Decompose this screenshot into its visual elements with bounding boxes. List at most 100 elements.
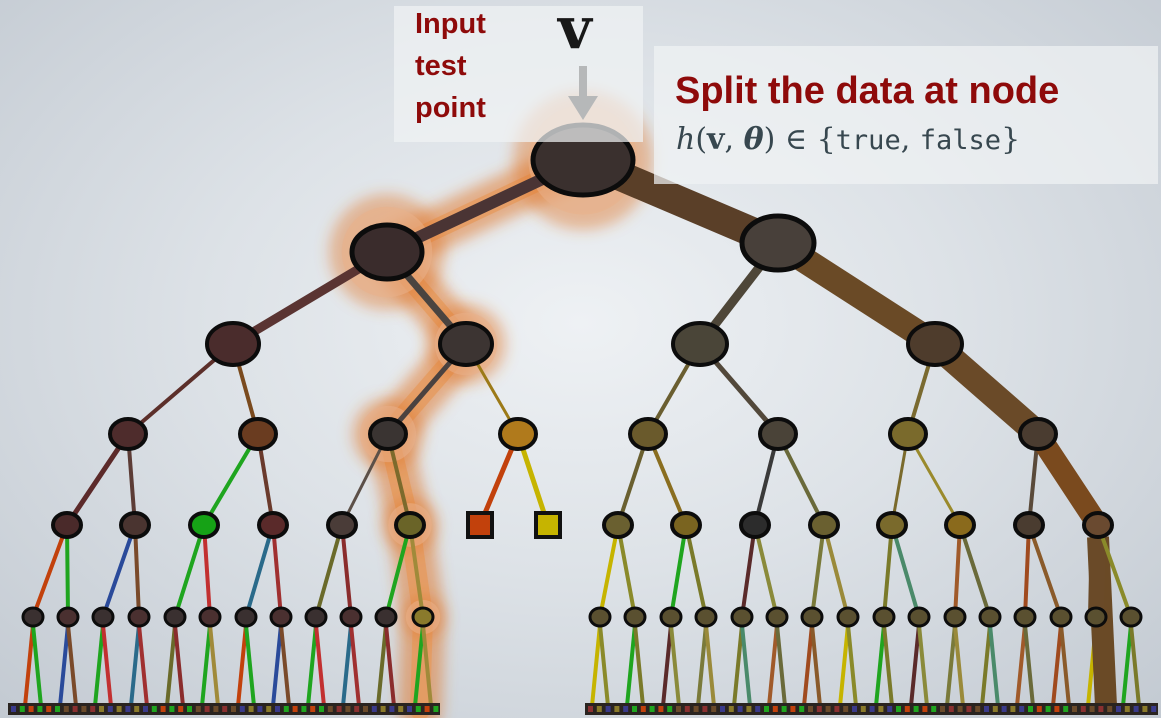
leaf-cell (931, 706, 937, 712)
tree-edge (1027, 523, 1063, 619)
right-leaf-stub (874, 624, 886, 707)
right-leaf-stub (633, 624, 645, 707)
leaf-cell (319, 706, 324, 712)
tree-node (411, 606, 435, 628)
leaf-cell (852, 706, 857, 712)
leaf-cell (213, 706, 219, 712)
leaf-cell (178, 706, 184, 712)
formula-open-paren: ( (695, 122, 708, 157)
leaf-cell (19, 706, 25, 712)
leaf-cell (755, 706, 761, 712)
leaf-cell (834, 706, 840, 712)
tree-node (91, 606, 115, 628)
tree-node (730, 606, 754, 628)
tree-edge (958, 523, 992, 619)
left-leaf-stub (271, 624, 283, 707)
tree-node (628, 417, 668, 451)
left-leaf-stub (314, 624, 326, 707)
leaf-cell (28, 706, 34, 712)
leaf-cell (336, 706, 342, 712)
tree-node (438, 321, 494, 367)
tree-node (758, 417, 798, 451)
tree-node (694, 606, 718, 628)
tree-node (339, 606, 363, 628)
left-leaf-stub (66, 624, 78, 707)
tree-edge (1027, 423, 1109, 536)
leaf-cell (389, 706, 395, 712)
right-leaf-stub (732, 624, 744, 707)
right-leaf-stub (1015, 624, 1027, 707)
right-leaf-stub (802, 624, 814, 707)
leaf-cell (816, 706, 822, 712)
leaf-cell (266, 706, 272, 712)
leaf-cell (693, 706, 699, 712)
tree-node (978, 606, 1002, 628)
left-leaf-stub (306, 624, 318, 707)
right-leaf-stub (775, 624, 787, 707)
left-leaf-stub (349, 624, 361, 707)
leaf-cell (781, 706, 787, 712)
tree-node (888, 417, 928, 451)
leaf-cell (231, 706, 236, 712)
leaf-cell (764, 706, 769, 712)
leaf-cell (380, 706, 386, 712)
leaf-cell (825, 706, 831, 712)
right-leaf-stub (598, 624, 610, 707)
tree-node (1119, 606, 1143, 628)
leaf-cell (134, 706, 140, 712)
tree-node (1018, 417, 1058, 451)
leaf-cell (720, 706, 725, 712)
tree-node (1013, 606, 1037, 628)
tree-node (108, 417, 148, 451)
formula-comma: , (724, 122, 744, 157)
left-leaf-stub (31, 624, 43, 707)
leaf-square (534, 511, 562, 539)
tree-node (800, 606, 824, 628)
input-vector-symbol: v (558, 0, 592, 62)
tree-node (119, 511, 151, 539)
tree-node (907, 606, 931, 628)
leaf-cell (310, 706, 316, 712)
split-title: Split the data at node (675, 70, 1060, 112)
tree-edge (810, 523, 826, 619)
leaf-cell (90, 706, 96, 712)
tree-edge (173, 523, 206, 619)
formula-v: v (707, 122, 725, 157)
tree-node (188, 511, 220, 539)
leaf-cell (72, 706, 78, 712)
formula-true: true (835, 125, 901, 156)
leaf-cell (676, 706, 681, 712)
tree-node (198, 606, 222, 628)
leaf-cell (55, 706, 60, 712)
leaf-cell (913, 706, 919, 712)
tree-node (623, 606, 647, 628)
leaf-cell (151, 706, 157, 712)
leaf-cell (966, 706, 972, 712)
right-leaf-stub (945, 624, 957, 707)
leaf-cell (275, 706, 280, 712)
right-leaf-stub (590, 624, 602, 707)
leaf-cell (957, 706, 963, 712)
tree-node (944, 511, 976, 539)
input-label-line1: Input (415, 8, 486, 40)
left-leaf-stub (93, 624, 105, 707)
leaf-cell (684, 706, 690, 712)
formula-close-paren: ) (763, 122, 776, 157)
leaf-cell (790, 706, 796, 712)
leaf-cell (605, 706, 611, 712)
tree-node (238, 417, 278, 451)
formula-close-brace: } (1001, 122, 1021, 157)
leaf-cell (99, 706, 104, 712)
leaf-cell (37, 706, 43, 712)
leaf-cell (398, 706, 404, 712)
leaf-cell (984, 706, 989, 712)
tree-node (269, 606, 293, 628)
leaf-cell (1019, 706, 1025, 712)
leaf-cell (860, 706, 866, 712)
tree-node (304, 606, 328, 628)
left-leaf-stub (413, 624, 425, 707)
left-leaf-stub (200, 624, 212, 707)
leaf-cell (1036, 706, 1042, 712)
tree-node (808, 511, 840, 539)
tree-edge (669, 523, 688, 619)
